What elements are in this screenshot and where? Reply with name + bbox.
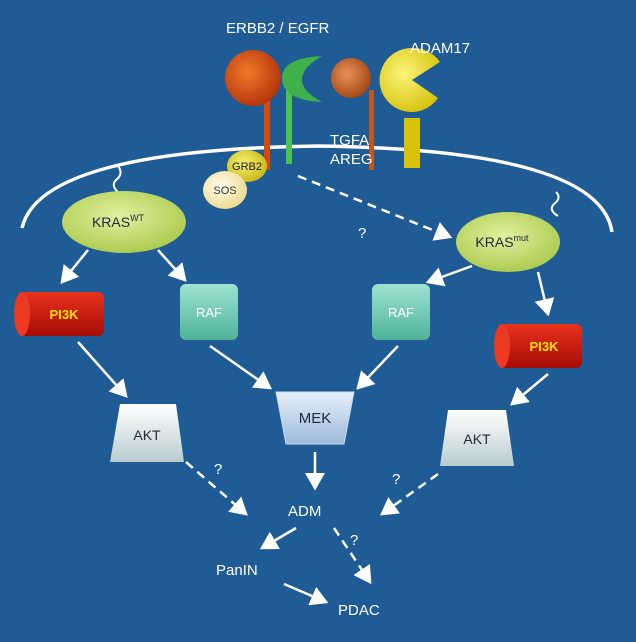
kras-mut-membrane-anchor <box>550 191 560 217</box>
svg-text:KRASmut: KRASmut <box>475 233 529 250</box>
adm-label: ADM <box>288 503 321 520</box>
adam17-protease <box>379 47 440 168</box>
svg-text:MEK: MEK <box>299 410 332 427</box>
mek-node: MEK <box>275 391 355 445</box>
kras-wt-to-pi3k-arrow <box>60 249 89 284</box>
adm-to-panin-arrow <box>259 526 297 550</box>
question-mark-receptor: ? <box>358 225 366 242</box>
raf-left-to-mek-arrow <box>209 344 273 390</box>
kras-wt-label: KRAS <box>92 214 130 230</box>
tgfa-label: TGFA <box>330 132 369 149</box>
svg-text:GRB2: GRB2 <box>232 161 262 173</box>
pi3k-left-node: PI3K <box>14 292 104 336</box>
svg-text:AKT: AKT <box>133 427 161 443</box>
cell-membrane <box>20 144 614 233</box>
kras-mut-node: KRASmut <box>456 212 560 272</box>
pdac-label: PDAC <box>338 602 380 619</box>
grb2-to-kras-mut-arrow <box>297 174 453 241</box>
kras-wt-membrane-anchor <box>112 165 122 195</box>
panin-to-pdac-arrow <box>283 582 329 606</box>
svg-text:KRASWT: KRASWT <box>92 213 145 230</box>
svg-text:RAF: RAF <box>196 305 222 320</box>
egfr-receptor <box>282 56 322 164</box>
adm-to-pdac-arrow <box>332 527 372 585</box>
raf-right-node: RAF <box>372 284 430 340</box>
adam17-label: ADAM17 <box>410 40 470 57</box>
tgfa-areg-ligand <box>331 58 374 170</box>
raf-left-node: RAF <box>180 284 238 340</box>
kras-wt-to-raf-arrow <box>157 249 187 282</box>
areg-label: AREG <box>330 151 373 168</box>
grb2-node: GRB2 <box>227 150 267 182</box>
question-mark-adm-pdac: ? <box>350 532 358 549</box>
pi3k-right-node: PI3K <box>494 324 582 368</box>
kras-wt-superscript: WT <box>130 213 144 223</box>
svg-text:RAF: RAF <box>388 305 414 320</box>
kras-mut-to-raf-arrow <box>425 264 473 287</box>
akt-right-node: AKT <box>440 410 514 466</box>
pi3k-left-to-akt-arrow <box>77 341 128 398</box>
svg-text:PI3K: PI3K <box>50 307 80 322</box>
akt-left-node: AKT <box>110 404 184 462</box>
akt-left-to-adm-arrow <box>185 461 248 516</box>
erbb2-receptor <box>225 50 281 170</box>
akt-right-to-adm-arrow <box>379 472 439 516</box>
pi3k-right-to-akt-arrow <box>510 373 549 406</box>
raf-right-to-mek-arrow <box>356 345 399 390</box>
kras-mut-to-pi3k-arrow <box>534 271 555 317</box>
svg-text:AKT: AKT <box>463 431 491 447</box>
svg-text:SOS: SOS <box>213 185 236 197</box>
kras-mut-superscript: mut <box>514 233 530 243</box>
kras-wt-node: KRASWT <box>62 191 186 253</box>
question-mark-akt-right: ? <box>392 471 400 488</box>
sos-node: SOS <box>203 171 247 209</box>
kras-mut-label: KRAS <box>475 234 513 250</box>
erbb2-egfr-label: ERBB2 / EGFR <box>226 20 330 37</box>
panin-label: PanIN <box>216 562 258 579</box>
question-mark-akt-left: ? <box>214 461 222 478</box>
svg-text:PI3K: PI3K <box>530 339 560 354</box>
